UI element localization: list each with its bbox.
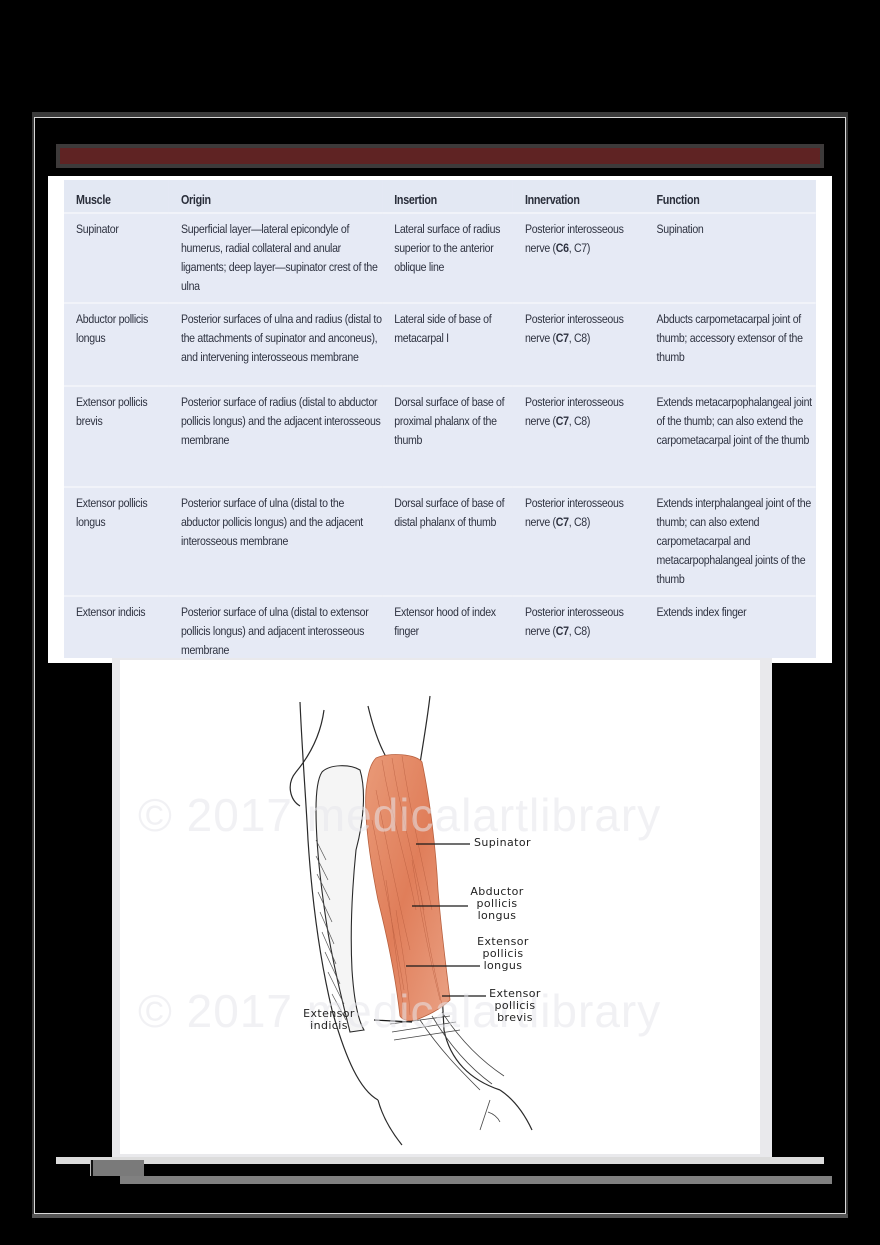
cell-insertion: Dorsal surface of base of proximal phala… [382, 386, 513, 488]
innervation-text: , C8) [568, 331, 591, 345]
innervation-text: , C8) [568, 624, 591, 638]
table-row: Abductor pollicis longus Posterior surfa… [64, 303, 816, 387]
innervation-primary-root: C7 [555, 515, 569, 529]
thumb-sketch [479, 1099, 501, 1131]
innervation-text: Posterior interosseous nerve ( [524, 496, 624, 529]
label-line: brevis [497, 1011, 533, 1024]
muscle-table-panel: Muscle Origin Insertion Innervation Func… [48, 176, 832, 663]
cell-muscle: Abductor pollicis longus [64, 303, 169, 387]
cell-origin: Posterior surface of ulna (distal to the… [168, 487, 383, 597]
label-line: Extensor [477, 935, 529, 948]
cell-insertion: Lateral side of base of metacarpal I [382, 303, 513, 387]
muscle-table-container: Muscle Origin Insertion Innervation Func… [64, 180, 816, 658]
cell-innervation: Posterior interosseous nerve (C7, C8) [512, 386, 645, 488]
page-frame [32, 115, 848, 1216]
cell-muscle: Supinator [64, 213, 169, 304]
label-line: pollicis [482, 947, 524, 960]
olecranon-bone [315, 765, 365, 1033]
cell-insertion: Lateral surface of radius superior to th… [382, 213, 513, 304]
label-leader-lines [373, 843, 486, 1023]
cell-origin: Posterior surface of ulna (distal to ext… [180, 605, 369, 657]
innervation-primary-root: C6 [555, 241, 569, 255]
label-line: Abductor [470, 885, 524, 898]
label-supinator: Supinator [474, 836, 531, 849]
page-marker [90, 1160, 93, 1176]
innervation-primary-root: C7 [555, 624, 569, 638]
cell-muscle: Extensor pollicis longus [64, 487, 169, 597]
column-header-insertion: Insertion [382, 180, 513, 214]
cell-function: Extends metacarpophalangeal joint of the… [644, 386, 816, 488]
label-line: Extensor [303, 1007, 355, 1020]
label-line: longus [483, 959, 523, 972]
innervation-text: Posterior interosseous nerve ( [524, 312, 624, 345]
cell-function: Extends interphalangeal joint of the thu… [644, 487, 816, 597]
table-row: Extensor pollicis brevis Posterior surfa… [64, 386, 816, 488]
cell-insertion: Extensor hood of index finger [394, 605, 496, 638]
innervation-text: Posterior interosseous nerve ( [524, 395, 624, 428]
anatomy-figure-panel: © 2017 medicalartlibrary © 2017 medicala… [112, 658, 772, 1158]
label-extensor-pollicis-longus: Extensor pollicis longus [468, 936, 538, 972]
innervation-text: Posterior interosseous nerve ( [524, 605, 624, 638]
muscle-table: Muscle Origin Insertion Innervation Func… [64, 180, 816, 668]
section-title-band [56, 144, 824, 168]
forearm-muscles-illustration [289, 695, 533, 1146]
section-title-band-fill [60, 148, 820, 164]
cell-origin: Superficial layer—lateral epicondyle of … [168, 213, 383, 304]
cell-origin: Posterior surfaces of ulna and radius (d… [168, 303, 383, 387]
innervation-text: , C7) [568, 241, 591, 255]
cell-innervation: Posterior interosseous nerve (C7, C8) [512, 303, 645, 387]
cell-function: Abducts carpometacarpal joint of thumb; … [644, 303, 816, 387]
label-line: longus [477, 909, 517, 922]
innervation-text: , C8) [568, 414, 591, 428]
innervation-primary-root: C7 [555, 331, 569, 345]
cell-innervation: Posterior interosseous nerve (C7, C8) [512, 487, 645, 597]
column-header-muscle: Muscle [64, 180, 169, 214]
innervation-primary-root: C7 [555, 414, 569, 428]
table-row: Extensor indicis Posterior surface of ul… [64, 596, 816, 668]
innervation-text: Posterior interosseous nerve ( [524, 222, 624, 255]
label-extensor-pollicis-brevis: Extensor pollicis brevis [480, 988, 550, 1024]
table-row: Supinator Superficial layer—lateral epic… [64, 213, 816, 304]
cell-muscle: Extensor pollicis brevis [64, 386, 169, 488]
ulna-hatching [315, 839, 347, 1021]
column-header-innervation: Innervation [512, 180, 645, 214]
column-header-origin: Origin [168, 180, 383, 214]
cell-innervation: Posterior interosseous nerve (C7, C8) [513, 596, 645, 668]
extensor-muscle-group [365, 754, 451, 1022]
extensor-retinaculum [389, 1011, 505, 1091]
label-line: Extensor [489, 987, 541, 1000]
label-extensor-indicis: Extensor indicis [294, 1008, 364, 1032]
column-header-function: Function [644, 180, 816, 214]
cell-function: Supination [644, 213, 816, 304]
cell-innervation: Posterior interosseous nerve (C6, C7) [512, 213, 645, 304]
bottom-rule [32, 1214, 848, 1218]
label-line: indicis [310, 1019, 348, 1032]
cell-function: Extends index finger [656, 605, 747, 619]
label-line: pollicis [494, 999, 536, 1012]
footer-strip [56, 1157, 824, 1164]
innervation-text: , C8) [568, 515, 591, 529]
top-rule [32, 112, 848, 116]
cell-insertion: Dorsal surface of base of distal phalanx… [382, 487, 513, 597]
table-header-row: Muscle Origin Insertion Innervation Func… [64, 180, 816, 214]
footer-tab [92, 1160, 144, 1176]
label-abductor-pollicis-longus: Abductor pollicis longus [462, 886, 532, 922]
label-line: pollicis [476, 897, 518, 910]
footer-bar [120, 1176, 832, 1184]
table-row: Extensor pollicis longus Posterior surfa… [64, 487, 816, 597]
anatomy-illustration: © 2017 medicalartlibrary © 2017 medicala… [120, 660, 760, 1154]
cell-muscle: Extensor indicis [76, 605, 146, 619]
cell-origin: Posterior surface of radius (distal to a… [168, 386, 383, 488]
